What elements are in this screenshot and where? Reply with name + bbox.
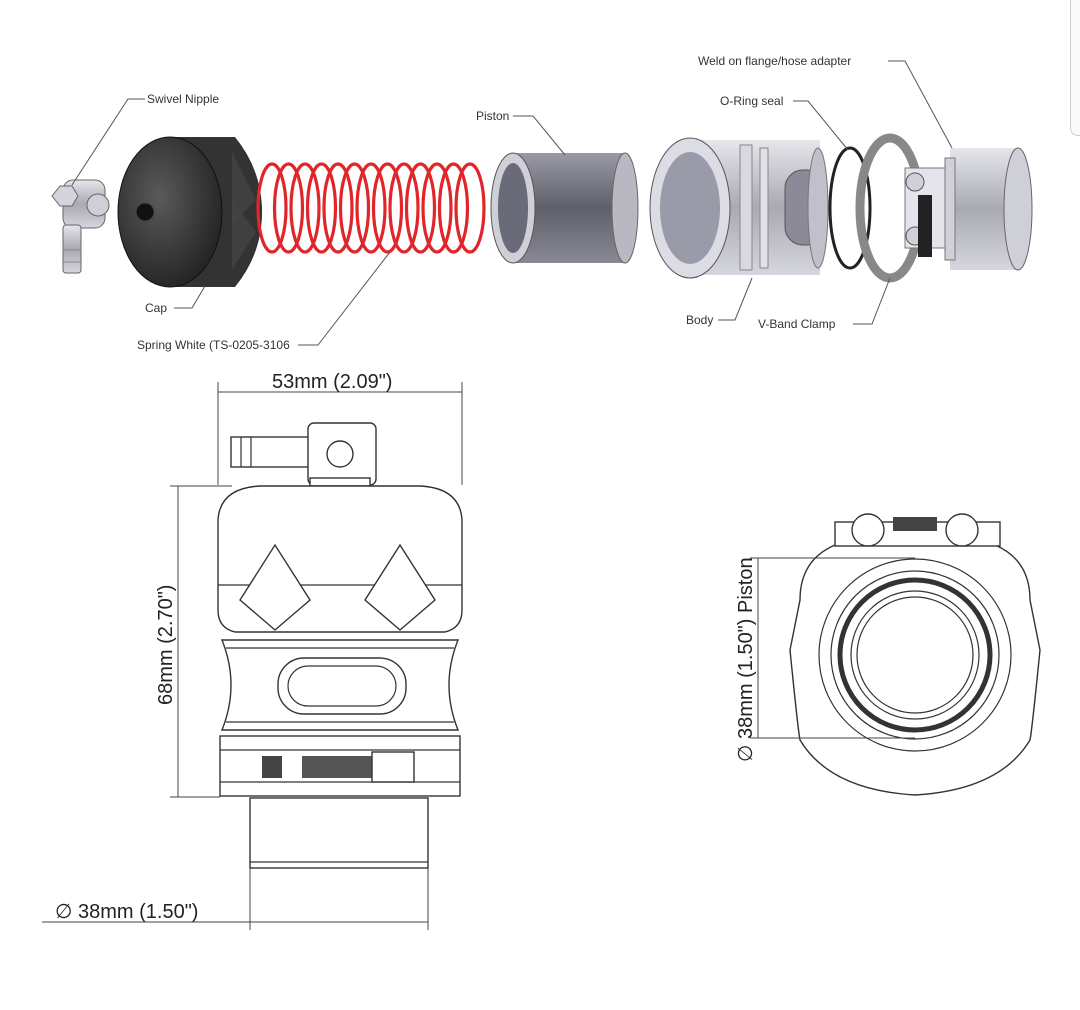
label-spring: Spring White (TS-0205-3106 bbox=[137, 338, 290, 352]
label-piston: Piston bbox=[476, 109, 509, 123]
swivel-nipple-part bbox=[51, 179, 110, 274]
spring-coil bbox=[388, 162, 420, 254]
cap-part bbox=[117, 136, 262, 288]
spring-coil bbox=[437, 162, 470, 254]
vband-clamp-part bbox=[855, 133, 946, 283]
dim-width-label: 53mm (2.09") bbox=[272, 371, 392, 393]
spring-coil bbox=[355, 162, 387, 254]
label-body: Body bbox=[686, 313, 713, 327]
piston-part bbox=[490, 152, 639, 264]
dim-outlet-label: ∅ 38mm (1.50") bbox=[55, 901, 198, 923]
side-panel-edge bbox=[1070, 0, 1080, 136]
end-view-drawing bbox=[789, 513, 1041, 796]
body-part bbox=[649, 137, 829, 279]
label-swivel-nipple: Swivel Nipple bbox=[147, 92, 219, 106]
oring-part bbox=[828, 146, 872, 270]
label-weld-adapter: Weld on flange/hose adapter bbox=[698, 54, 851, 68]
weld-adapter-part bbox=[944, 147, 1033, 271]
spring-coil bbox=[256, 162, 288, 254]
spring-coil bbox=[322, 162, 354, 254]
label-cap: Cap bbox=[145, 301, 167, 315]
dim-height-label: 68mm (2.70") bbox=[155, 585, 177, 705]
front-view-drawing bbox=[217, 422, 463, 869]
spring-coil bbox=[404, 162, 437, 254]
spring-coil bbox=[421, 162, 453, 254]
spring-coil bbox=[338, 162, 371, 254]
spring-coil bbox=[289, 162, 321, 254]
label-oring: O-Ring seal bbox=[720, 94, 783, 108]
spring-coil bbox=[305, 162, 338, 254]
spring-coil bbox=[272, 162, 305, 254]
spring-coil bbox=[371, 162, 404, 254]
spring-coil bbox=[454, 162, 486, 254]
dim-piston-label: ∅ 38mm (1.50") Piston bbox=[735, 557, 757, 762]
spring-part bbox=[256, 162, 486, 254]
label-vband: V-Band Clamp bbox=[758, 317, 836, 331]
